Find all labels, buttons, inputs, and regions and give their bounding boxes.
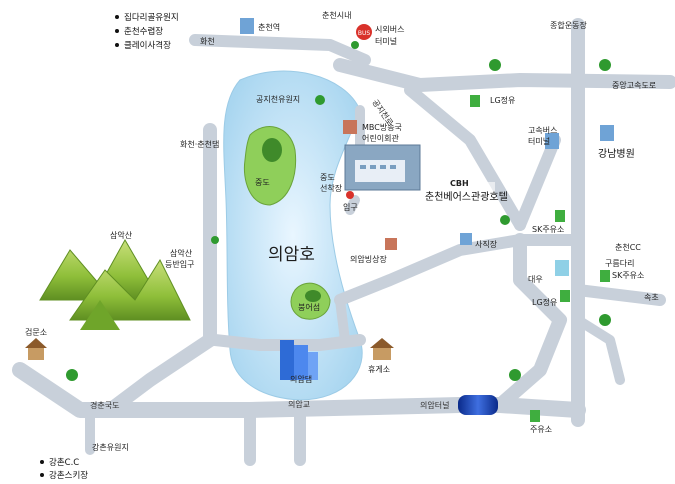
label-bungeoseom: 붕어섬 [298, 302, 320, 312]
label-gurye-bridge: 구름다리 [605, 259, 634, 268]
hotel-banner [425, 182, 495, 204]
gas-icon-bottom [530, 410, 540, 422]
gas-icon-sk [555, 210, 565, 222]
jungdo-island [243, 126, 297, 206]
label-chuncheon-cc: 춘천CC [615, 242, 641, 252]
label-lg-gas: LG정유 [490, 95, 515, 105]
label-hwacheon-arrow: 화천 [200, 36, 215, 46]
label-jonghap-stadium: 종합운동장 [550, 20, 587, 30]
label-jungdo-ferry-1: 중도 [320, 173, 335, 182]
label-mbc-1: MBC방송국 [362, 122, 402, 132]
label-bus-terminal-2: 터미널 [375, 37, 397, 46]
label-gyeongchun-road: 경춘국도 [90, 400, 119, 410]
hospital-building-icon [600, 125, 614, 141]
label-uiam-tunnel: 의암터널 [420, 400, 449, 410]
label-hwacheon-dam: 화천·춘천댐 [180, 139, 219, 149]
label-gangchon-arrow: 강촌유원지 [92, 442, 129, 452]
sajik-icon [460, 233, 472, 245]
label-samaksan-trail-2: 등반입구 [165, 260, 194, 269]
label-jungdo-ferry-2: 선착장 [320, 183, 343, 193]
label-sokcho: 속초 [644, 293, 659, 302]
gas-icon-lg-top [470, 95, 480, 107]
tree-icons [66, 41, 611, 381]
label-gangnam-hospital: 강남병원 [598, 148, 635, 160]
hotel-photo [344, 144, 421, 191]
label-bus-terminal-1: 시외버스 [375, 24, 404, 34]
label-sk-gas-1: SK주유소 [532, 225, 564, 234]
label-ice-rink: 의암빙상장 [350, 254, 387, 264]
label-chuncheon-station: 춘천역 [258, 22, 280, 32]
bus-stop-icon [356, 24, 372, 40]
entrance-marker [346, 191, 354, 199]
label-daewoo: 대우 [528, 275, 543, 284]
mbc-building-icon [343, 120, 357, 134]
gas-icon-sk2 [600, 270, 610, 282]
label-sajikjang: 사직장 [475, 239, 498, 249]
label-chuncheon-city: 춘천시내 [322, 10, 351, 20]
label-jungang-expressway: 중앙고속도로 [612, 80, 656, 90]
legend-top-left: 집다리골유원지 춘천수렵장 클레이사격장 [115, 12, 179, 51]
label-sk-gas-2: SK주유소 [612, 271, 644, 280]
legend-bottom-item-1: 강촌C.C [49, 457, 79, 468]
samaksan-mountains [39, 238, 191, 330]
legend-item-2: 춘천수렵장 [124, 26, 163, 37]
label-hotel-name: 춘천베어스관광호텔 [425, 191, 508, 203]
legend-bottom-item-2: 강촌스키장 [49, 470, 88, 481]
station-building-icon [240, 18, 254, 34]
label-entrance: 입구 [343, 203, 358, 212]
bungeoseom-island [290, 282, 331, 320]
label-samaksan-trail-1: 삼악산 [170, 248, 193, 258]
label-uiam-bridge: 의암교 [288, 399, 310, 409]
rest-area-house-icon [370, 338, 394, 360]
legend-item-1: 집다리골유원지 [124, 12, 179, 23]
label-uiam-dam: 의암댐 [290, 374, 312, 384]
ice-rink-icon [385, 238, 397, 250]
uiam-tunnel-mark [458, 395, 498, 415]
label-samaksan: 삼악산 [110, 230, 133, 240]
label-express-bus-1: 고속버스 [528, 125, 557, 135]
label-uiamho: 의암호 [268, 245, 315, 265]
label-gongji-stream: 공지천유원지 [256, 94, 300, 104]
label-rest-area: 휴게소 [368, 364, 390, 374]
label-gas-station: 주유소 [530, 425, 552, 434]
label-mbc-2: 어린이회관 [362, 133, 399, 143]
label-jungdo-island: 중도 [255, 178, 270, 187]
daewoo-building-icon [555, 260, 569, 276]
legend-item-3: 클레이사격장 [124, 40, 171, 51]
road-network [12, 18, 675, 466]
checkpoint-house-icon [25, 338, 47, 360]
legend-bottom-left: 강촌C.C 강촌스키장 [40, 457, 88, 481]
label-cbh: CBH [450, 179, 469, 188]
label-lg-gas-2: LG정유 [532, 297, 557, 307]
label-geomomso: 검문소 [25, 327, 47, 337]
express-bus-icon [545, 133, 559, 149]
bus-sign: BUS [358, 30, 371, 37]
uiam-dam-icon [280, 340, 318, 380]
gas-icon-lg2 [560, 290, 570, 302]
label-express-bus-2: 터미널 [528, 137, 550, 146]
